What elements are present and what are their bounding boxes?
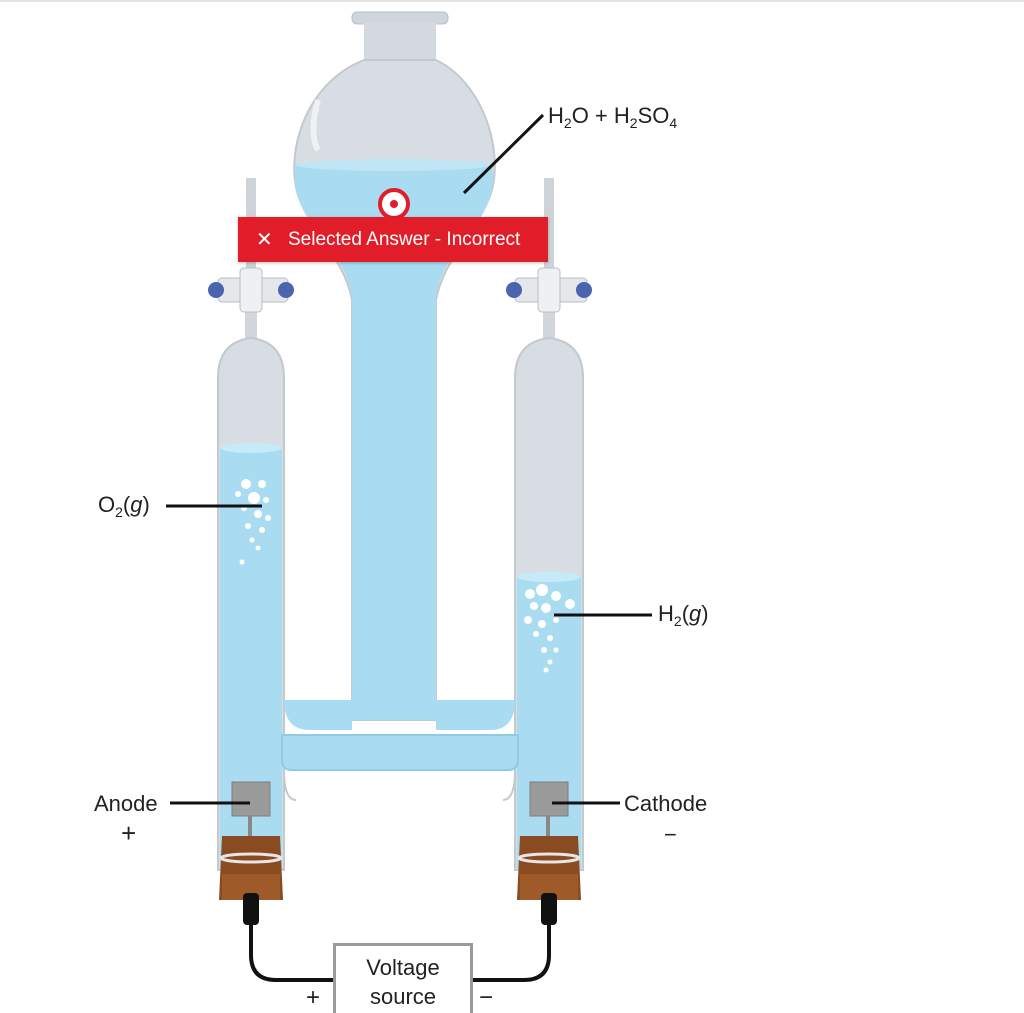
connecting-bridge: [281, 700, 519, 801]
cathode-electrode: [529, 781, 569, 836]
minus-terminal: −: [479, 984, 493, 1011]
voltage-source-box: Voltage source: [333, 943, 473, 1013]
right-collection-tube: [506, 178, 592, 871]
anode-sign: +: [121, 818, 136, 848]
incorrect-answer-badge[interactable]: ✕ Selected Answer - Incorrect: [238, 217, 548, 262]
reservoir-funnel: [293, 11, 496, 721]
oxygen-label: O2(g): [98, 492, 150, 520]
solution-leader: [462, 113, 545, 195]
voltage-source-line2: source: [369, 984, 437, 1009]
top-border: [0, 0, 1024, 2]
left-stopper: [219, 836, 283, 900]
hydrogen-label: H2(g): [658, 601, 709, 629]
voltage-source-line1: Voltage: [366, 955, 440, 980]
target-icon[interactable]: [378, 188, 410, 220]
close-icon: ✕: [256, 228, 273, 251]
right-stopper: [517, 836, 581, 900]
oxygen-bubbles: [235, 479, 271, 565]
anode-electrode: [231, 781, 271, 836]
leader-lines: [166, 113, 652, 805]
left-collection-tube: [208, 178, 294, 871]
hydrogen-bubbles: [524, 584, 575, 673]
solution-label: H2O + H2SO4: [548, 103, 677, 131]
anode-label: Anode: [94, 791, 158, 816]
cathode-sign: −: [664, 822, 677, 847]
circuit-wires: [243, 893, 557, 982]
cathode-label: Cathode: [624, 791, 707, 816]
feedback-text: Selected Answer - Incorrect: [288, 228, 521, 250]
plus-terminal: +: [306, 984, 320, 1011]
